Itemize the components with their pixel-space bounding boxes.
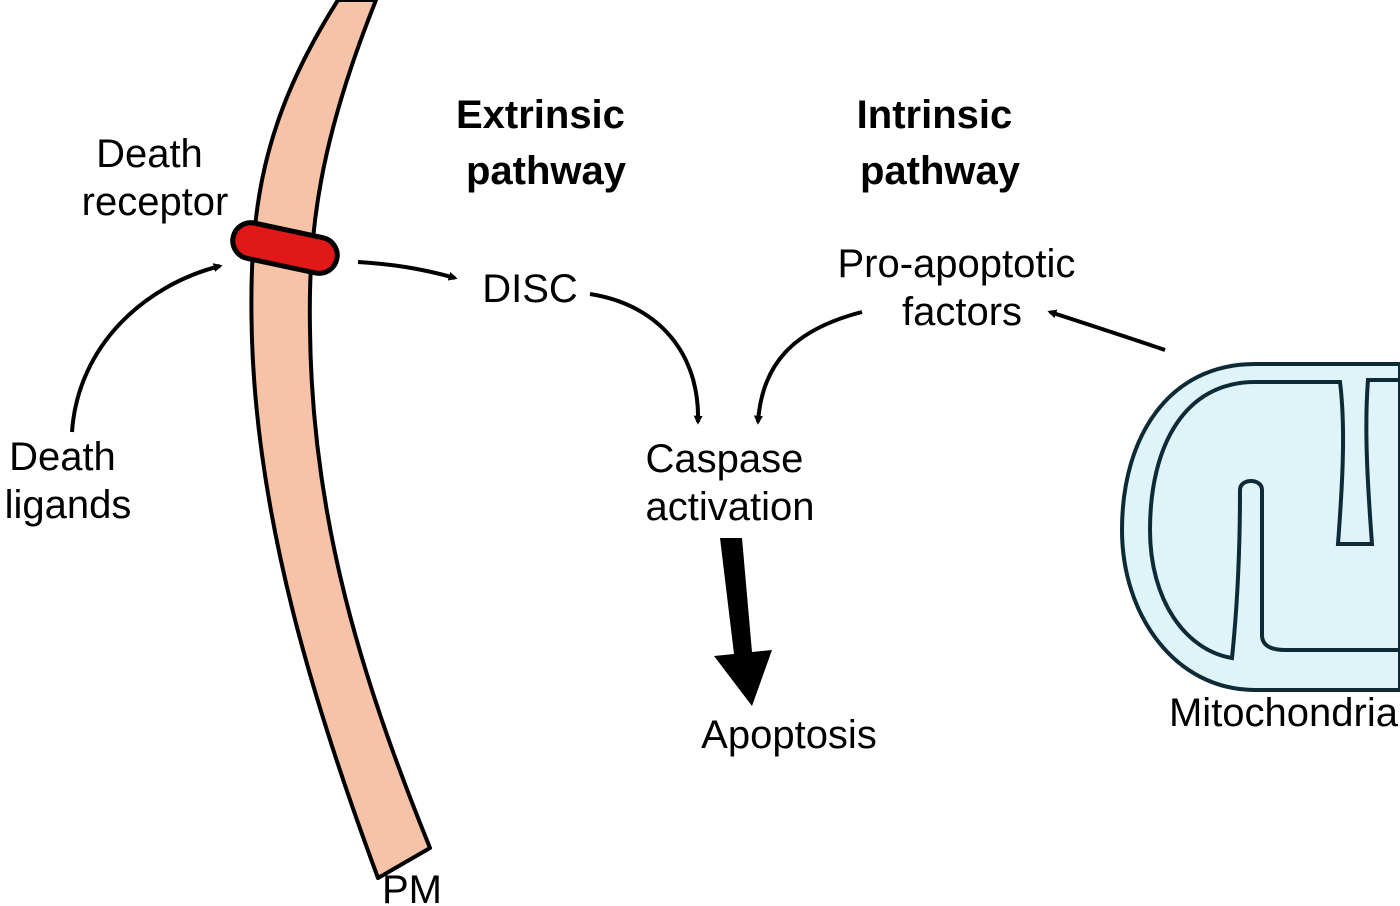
arrow-factors-to-caspase (753, 310, 863, 425)
death-receptor-label: Death receptor (82, 132, 229, 224)
pro-apoptotic-factors-label: Pro-apoptotic factors (837, 242, 1086, 334)
arrow-mitochondria-to-factors (1047, 309, 1166, 352)
arrow-ligands-to-receptor (70, 263, 223, 433)
extrinsic-pathway-heading: Extrinsic pathway (456, 93, 636, 193)
arrow-receptor-to-disc (357, 260, 458, 281)
pm-label: PM (382, 868, 442, 906)
arrow-disc-to-caspase (589, 292, 703, 425)
caspase-activation-label: Caspase activation (646, 437, 815, 529)
mitochondria-organelle (1119, 362, 1400, 692)
apoptosis-label: Apoptosis (701, 713, 877, 757)
intrinsic-pathway-heading: Intrinsic pathway (857, 93, 1024, 193)
mitochondria-label: Mitochondria (1169, 691, 1399, 735)
plasma-membrane (249, 0, 432, 880)
arrow-caspase-to-apoptosis (714, 538, 772, 706)
death-ligands-label: Death ligands (5, 435, 132, 527)
mitochondria-inner-membrane (1147, 378, 1400, 661)
disc-label: DISC (482, 267, 578, 311)
death-receptor (230, 220, 340, 276)
